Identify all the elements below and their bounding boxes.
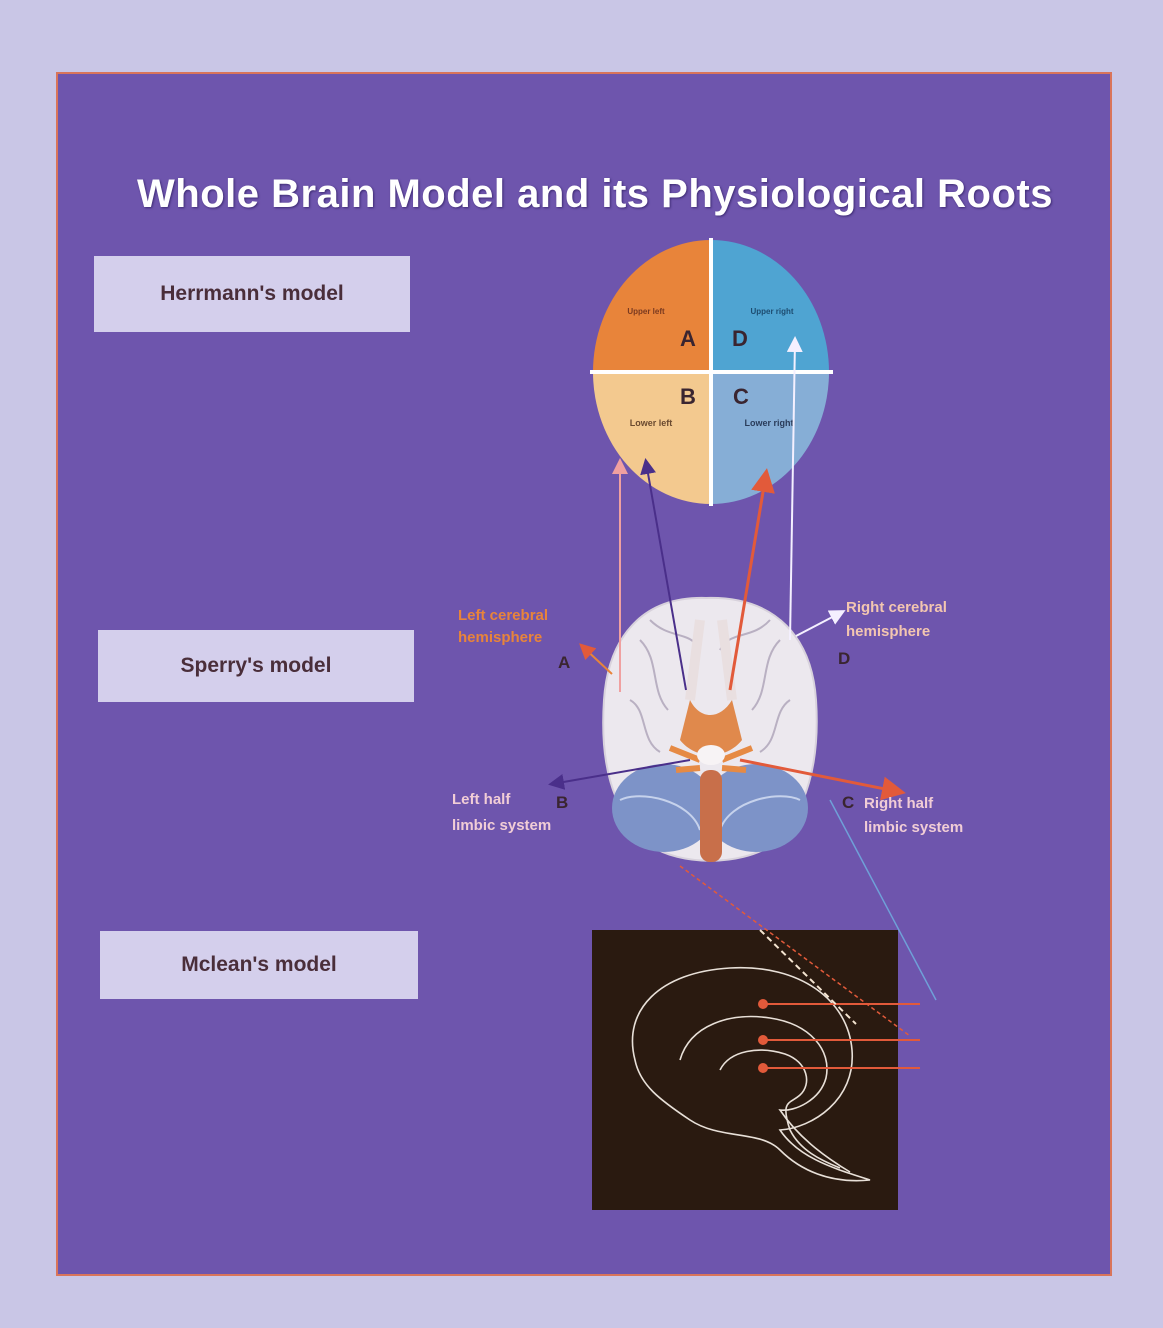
arrow-to-left-hemisphere bbox=[582, 646, 612, 674]
left-cerebral-label-2: hemisphere bbox=[458, 629, 542, 646]
quadrant-d-label: Upper right bbox=[750, 307, 793, 316]
quadrant-c-letter: C bbox=[733, 384, 749, 409]
quadrant-d-letter: D bbox=[732, 326, 748, 351]
quadrant-b-label: Lower left bbox=[630, 418, 673, 428]
quadrant-a-letter: A bbox=[680, 326, 696, 351]
quadrant-c-label: Lower right bbox=[745, 418, 794, 428]
brain-illustration bbox=[603, 598, 817, 862]
letter-c: C bbox=[842, 793, 854, 812]
letter-a: A bbox=[558, 653, 570, 672]
right-cerebral-label-1: Right cerebral bbox=[846, 599, 947, 616]
letter-d: D bbox=[838, 649, 850, 668]
mclean-brain-image bbox=[592, 930, 920, 1210]
quadrant-b-letter: B bbox=[680, 384, 696, 409]
left-limbic-label-2: limbic system bbox=[452, 817, 551, 834]
quadrant-a bbox=[590, 238, 711, 372]
arrow-to-right-hemisphere bbox=[796, 612, 842, 636]
letter-b: B bbox=[556, 793, 568, 812]
right-cerebral-label-2: hemisphere bbox=[846, 623, 930, 640]
right-limbic-label-2: limbic system bbox=[864, 819, 963, 836]
quadrant-c bbox=[711, 372, 833, 506]
left-cerebral-label-1: Left cerebral bbox=[458, 607, 548, 624]
quadrant-d bbox=[711, 238, 833, 372]
quadrant-a-label: Upper left bbox=[627, 307, 665, 316]
left-limbic-label-1: Left half bbox=[452, 791, 511, 808]
right-limbic-label-1: Right half bbox=[864, 795, 934, 812]
